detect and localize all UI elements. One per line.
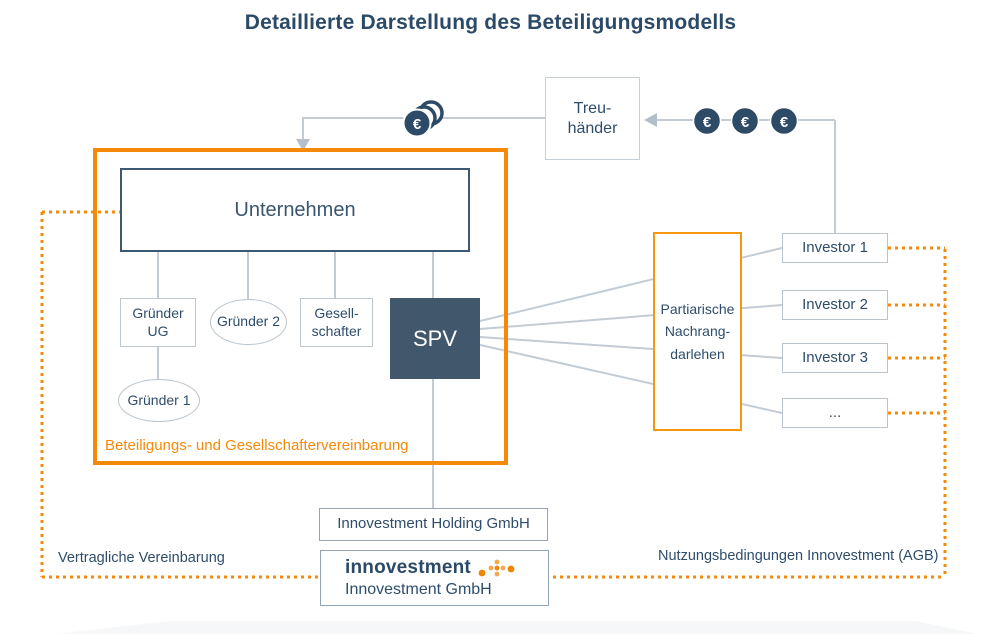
arrow-down-icon <box>296 139 310 151</box>
investor-3-label: Investor 3 <box>802 348 868 366</box>
innovestment-logo-text: innovestment <box>345 556 471 578</box>
euro-coins-row-icon: € € € <box>692 106 799 136</box>
investor-3-node: Investor 3 <box>782 343 888 373</box>
euro-symbol: € <box>413 116 422 133</box>
page-bottom-edge <box>55 621 978 634</box>
unternehmen-label: Unternehmen <box>234 198 356 221</box>
partiarische-nachrangdarlehen-node: Partiarische Nachrang- darlehen <box>653 232 742 431</box>
euro-symbol: € <box>780 114 789 131</box>
gruender-ug-label-line2: UG <box>147 322 169 339</box>
euro-symbol: € <box>703 114 712 131</box>
spv-label: SPV <box>412 325 458 351</box>
gesellschafter-label-line1: Gesell- <box>314 305 359 321</box>
innovestment-gmbh-node: innovestment Innovestment GmbH <box>320 550 549 606</box>
innovestment-holding-node: Innovestment Holding GmbH <box>319 508 548 541</box>
gesellschafter-node: Gesell- schafter <box>300 298 373 347</box>
partiarische-label-line3: darlehen <box>670 345 725 362</box>
arrow-left-icon <box>644 113 657 127</box>
nutzungsbedingungen-label: Nutzungsbedingungen Innovestment (AGB) <box>658 548 939 564</box>
logo-dots-icon <box>478 559 515 576</box>
innovestment-logo: innovestment <box>345 556 519 580</box>
treuhaender-node: Treu- händer <box>545 77 640 160</box>
investor-2-node: Investor 2 <box>782 290 888 320</box>
euro-symbol: € <box>741 114 750 131</box>
gesellschafter-label-line2: schafter <box>311 322 362 339</box>
gruender-ug-label-line1: Gründer <box>132 305 184 321</box>
treuhaender-to-unternehmen-line <box>302 117 545 139</box>
gruender2-label: Gründer 2 <box>216 313 281 330</box>
innovestment-company-label: Innovestment GmbH <box>345 581 492 599</box>
partiarische-label-line2: Nachrang- <box>664 323 731 340</box>
treuhaender-label-line2: händer <box>567 119 618 137</box>
spv-node: SPV <box>390 298 480 379</box>
vertragliche-vereinbarung-label: Vertragliche Vereinbarung <box>58 550 225 566</box>
beteiligungsvereinbarung-frame <box>93 148 508 465</box>
gruender2-node: Gründer 2 <box>210 299 287 345</box>
partiarische-label-line1: Partiarische <box>660 300 735 317</box>
investor-2-label: Investor 2 <box>802 295 868 313</box>
gruender1-node: Gründer 1 <box>118 379 200 422</box>
beteiligungsvereinbarung-label: Beteiligungs- und Gesellschaftervereinba… <box>105 437 409 454</box>
innovestment-holding-label: Innovestment Holding GmbH <box>337 515 530 533</box>
gruender1-label: Gründer 1 <box>127 391 191 408</box>
treuhaender-label-line1: Treu- <box>573 99 612 117</box>
unternehmen-node: Unternehmen <box>120 168 470 252</box>
page-title: Detaillierte Darstellung des Beteiligung… <box>244 11 737 34</box>
investor-more-label: ... <box>828 403 842 421</box>
euro-coins-stack-icon: € <box>402 100 444 138</box>
dotted-agreement-frame <box>40 210 947 579</box>
investor-1-node: Investor 1 <box>782 233 888 263</box>
investor-more-node: ... <box>782 398 888 428</box>
gruender-ug-node: Gründer UG <box>120 298 196 347</box>
investor-1-label: Investor 1 <box>802 238 868 256</box>
